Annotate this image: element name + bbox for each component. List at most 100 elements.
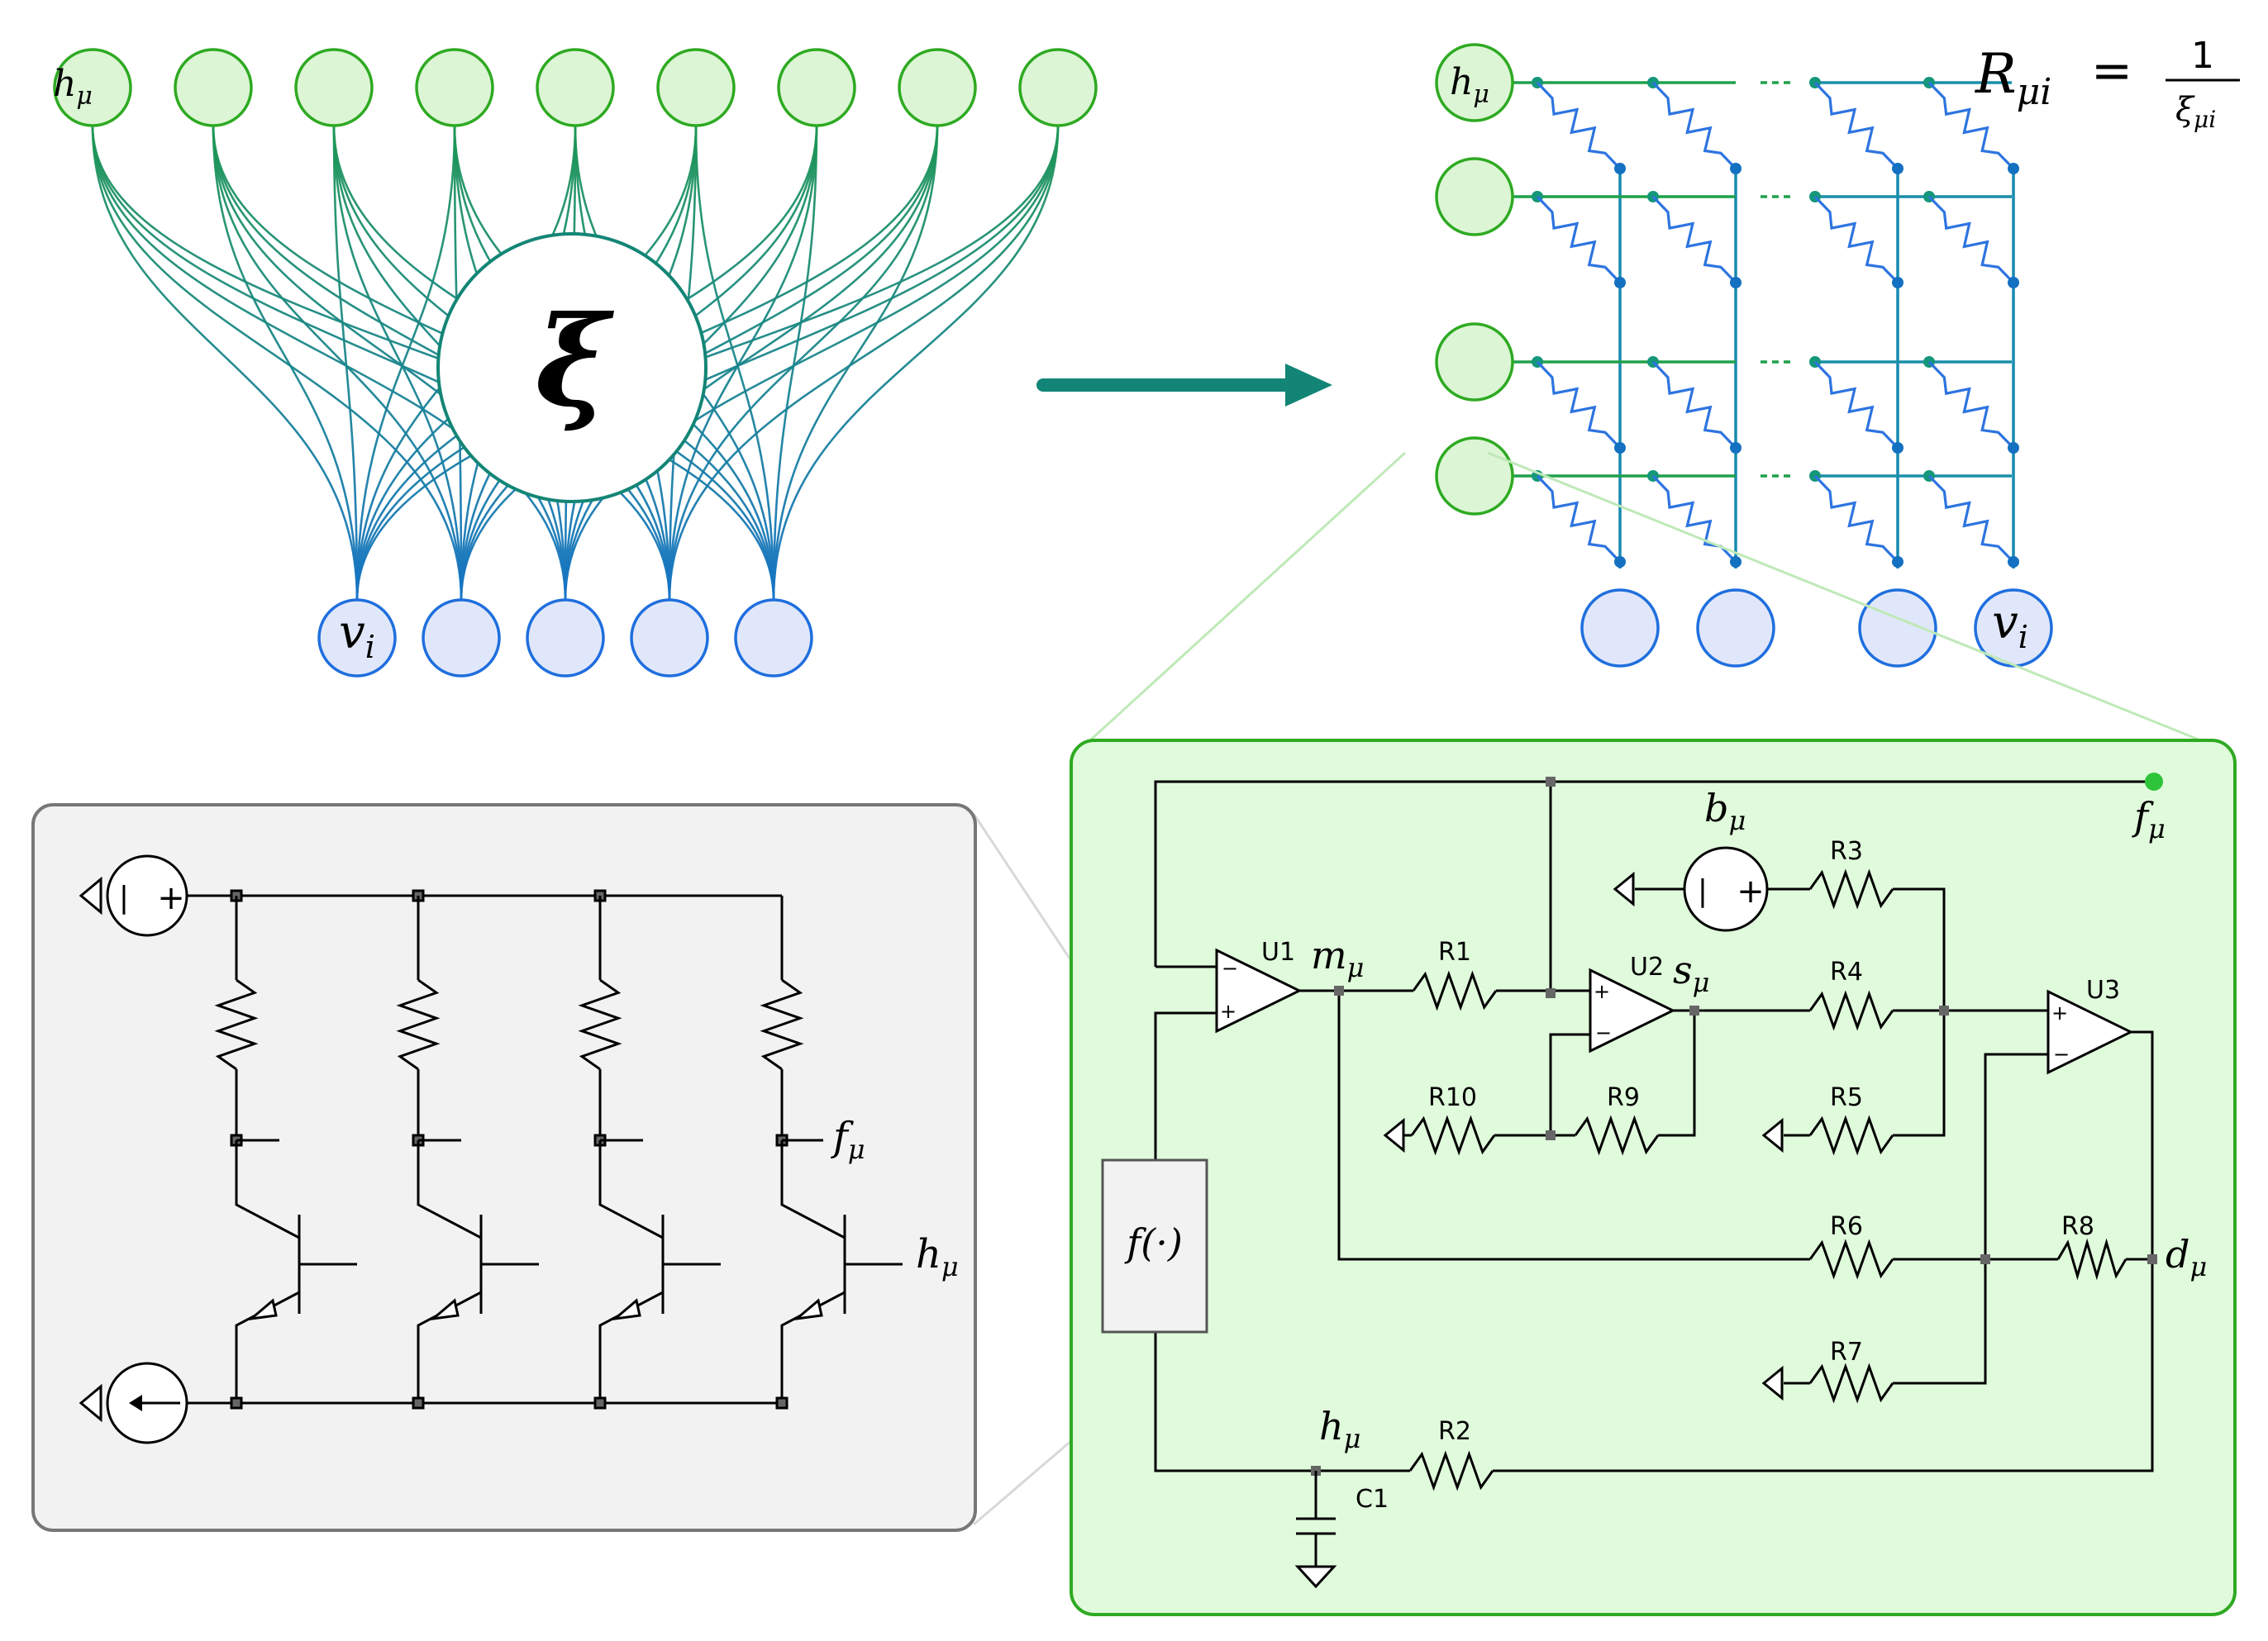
crossbar-junction <box>2008 556 2019 568</box>
crossbar-junction <box>1614 442 1626 454</box>
h-label: hμ <box>1319 1404 1360 1454</box>
bias-source: | + <box>1683 846 1769 932</box>
crossbar-resistor <box>1651 360 1737 449</box>
u1-label: U1 <box>1261 938 1295 967</box>
crossbar-junction <box>1614 556 1626 568</box>
network-edge <box>91 125 775 601</box>
visible-unit-label: vi <box>339 606 375 665</box>
zoom-connectors <box>1089 451 2199 741</box>
crossbar-visible-unit <box>1580 588 1660 668</box>
m-label: mμ <box>1311 933 1364 983</box>
capacitor-c1 <box>1294 1471 1337 1589</box>
network-edge <box>212 125 567 601</box>
wire <box>1808 1239 1894 1280</box>
wire <box>1412 970 1498 1011</box>
junction <box>1689 1006 1699 1016</box>
r8-label: R8 <box>2061 1212 2094 1241</box>
svg-text:+: + <box>1220 1000 1236 1023</box>
ground-symbol <box>1761 1117 1784 1153</box>
crossbar-resistor <box>1651 195 1737 284</box>
wire <box>1808 868 1894 910</box>
network-edge <box>355 125 456 601</box>
wire <box>1154 1332 1316 1472</box>
weights-node <box>436 232 708 503</box>
crossbar-resistor <box>1927 360 2015 449</box>
junction <box>2147 1254 2157 1264</box>
wire <box>598 1140 664 1239</box>
junction <box>412 1396 425 1410</box>
network-edge <box>564 125 939 601</box>
network-edge <box>212 125 463 601</box>
hidden-unit <box>777 48 856 127</box>
r9-label: R9 <box>1607 1083 1640 1112</box>
network-edge <box>91 125 567 601</box>
wire <box>417 1140 482 1239</box>
resistor-crossbar: hμ vi Rμi = 1 ξμi <box>1435 35 2240 668</box>
emitter-arrow <box>429 1298 460 1321</box>
b-label: bμ <box>1704 786 1746 836</box>
source-bottom <box>79 1362 188 1444</box>
svg-text:=: = <box>2091 42 2132 100</box>
visible-units <box>317 598 813 678</box>
crossbar-junction <box>2008 163 2019 174</box>
crossbar-resistor <box>1927 81 2015 170</box>
visible-unit <box>734 598 813 678</box>
network-edge <box>332 125 359 601</box>
transistor-output-h: hμ <box>916 1231 959 1282</box>
junction <box>593 1396 607 1410</box>
crossbar-hidden-unit <box>1435 322 1514 402</box>
weights-symbol: ξ <box>536 289 615 435</box>
visible-unit <box>630 598 709 678</box>
svg-text:Rμi: Rμi <box>1975 42 2051 113</box>
crossbar-hidden-unit <box>1435 157 1514 236</box>
opamp-u2: + − <box>1589 968 1676 1054</box>
crossbar-resistor <box>1536 474 1622 564</box>
network-edge <box>668 125 1060 601</box>
crossbar-resistor <box>1927 474 2015 564</box>
hidden-unit <box>294 48 374 127</box>
network-edge <box>772 125 818 601</box>
wire <box>1808 1115 1894 1156</box>
wire <box>598 1291 664 1403</box>
wire <box>578 978 622 1071</box>
svg-text:+: + <box>1737 873 1765 911</box>
wire <box>396 978 441 1071</box>
crossbar-grid <box>1513 77 2019 568</box>
wire <box>2056 1238 2127 1281</box>
network-edge <box>694 125 775 601</box>
wire <box>1808 990 1894 1031</box>
svg-text:−: − <box>2053 1043 2070 1066</box>
junction <box>1546 1130 1556 1140</box>
crossbar-resistor <box>1536 360 1622 449</box>
wire <box>1154 1011 1217 1160</box>
wire <box>1154 780 2154 967</box>
crossbar-junction <box>1730 163 1742 174</box>
wire <box>1408 1450 1494 1491</box>
resistance-formula: Rμi = 1 ξμi <box>1975 35 2240 133</box>
wire <box>1493 1030 2154 1472</box>
r2-label: R2 <box>1438 1417 1471 1446</box>
crossbar-resistor <box>1927 195 2015 284</box>
wire <box>1808 1363 1894 1404</box>
s-label: sμ <box>1673 948 1709 998</box>
svg-text:|: | <box>1698 874 1708 908</box>
activation-block <box>1101 1158 1208 1334</box>
crossbar-resistor <box>1536 195 1622 284</box>
emitter-arrow <box>611 1298 641 1321</box>
crossbar-hidden-unit <box>1435 436 1514 516</box>
ground-symbol <box>1613 871 1635 907</box>
r1-label: R1 <box>1438 938 1471 967</box>
hidden-unit <box>536 48 615 127</box>
wire <box>780 1140 846 1239</box>
network-edge <box>772 125 939 601</box>
f-label: fμ <box>2132 794 2166 844</box>
r7-label: R7 <box>1830 1338 1863 1367</box>
r5-label: R5 <box>1830 1083 1863 1112</box>
gray-panel <box>31 803 977 1532</box>
wire <box>417 1291 482 1403</box>
junction <box>1546 988 1556 998</box>
svg-text:1: 1 <box>2191 35 2214 77</box>
wire <box>1658 1011 1696 1137</box>
r10-label: R10 <box>1428 1083 1477 1112</box>
svg-text:+: + <box>2051 1001 2068 1025</box>
